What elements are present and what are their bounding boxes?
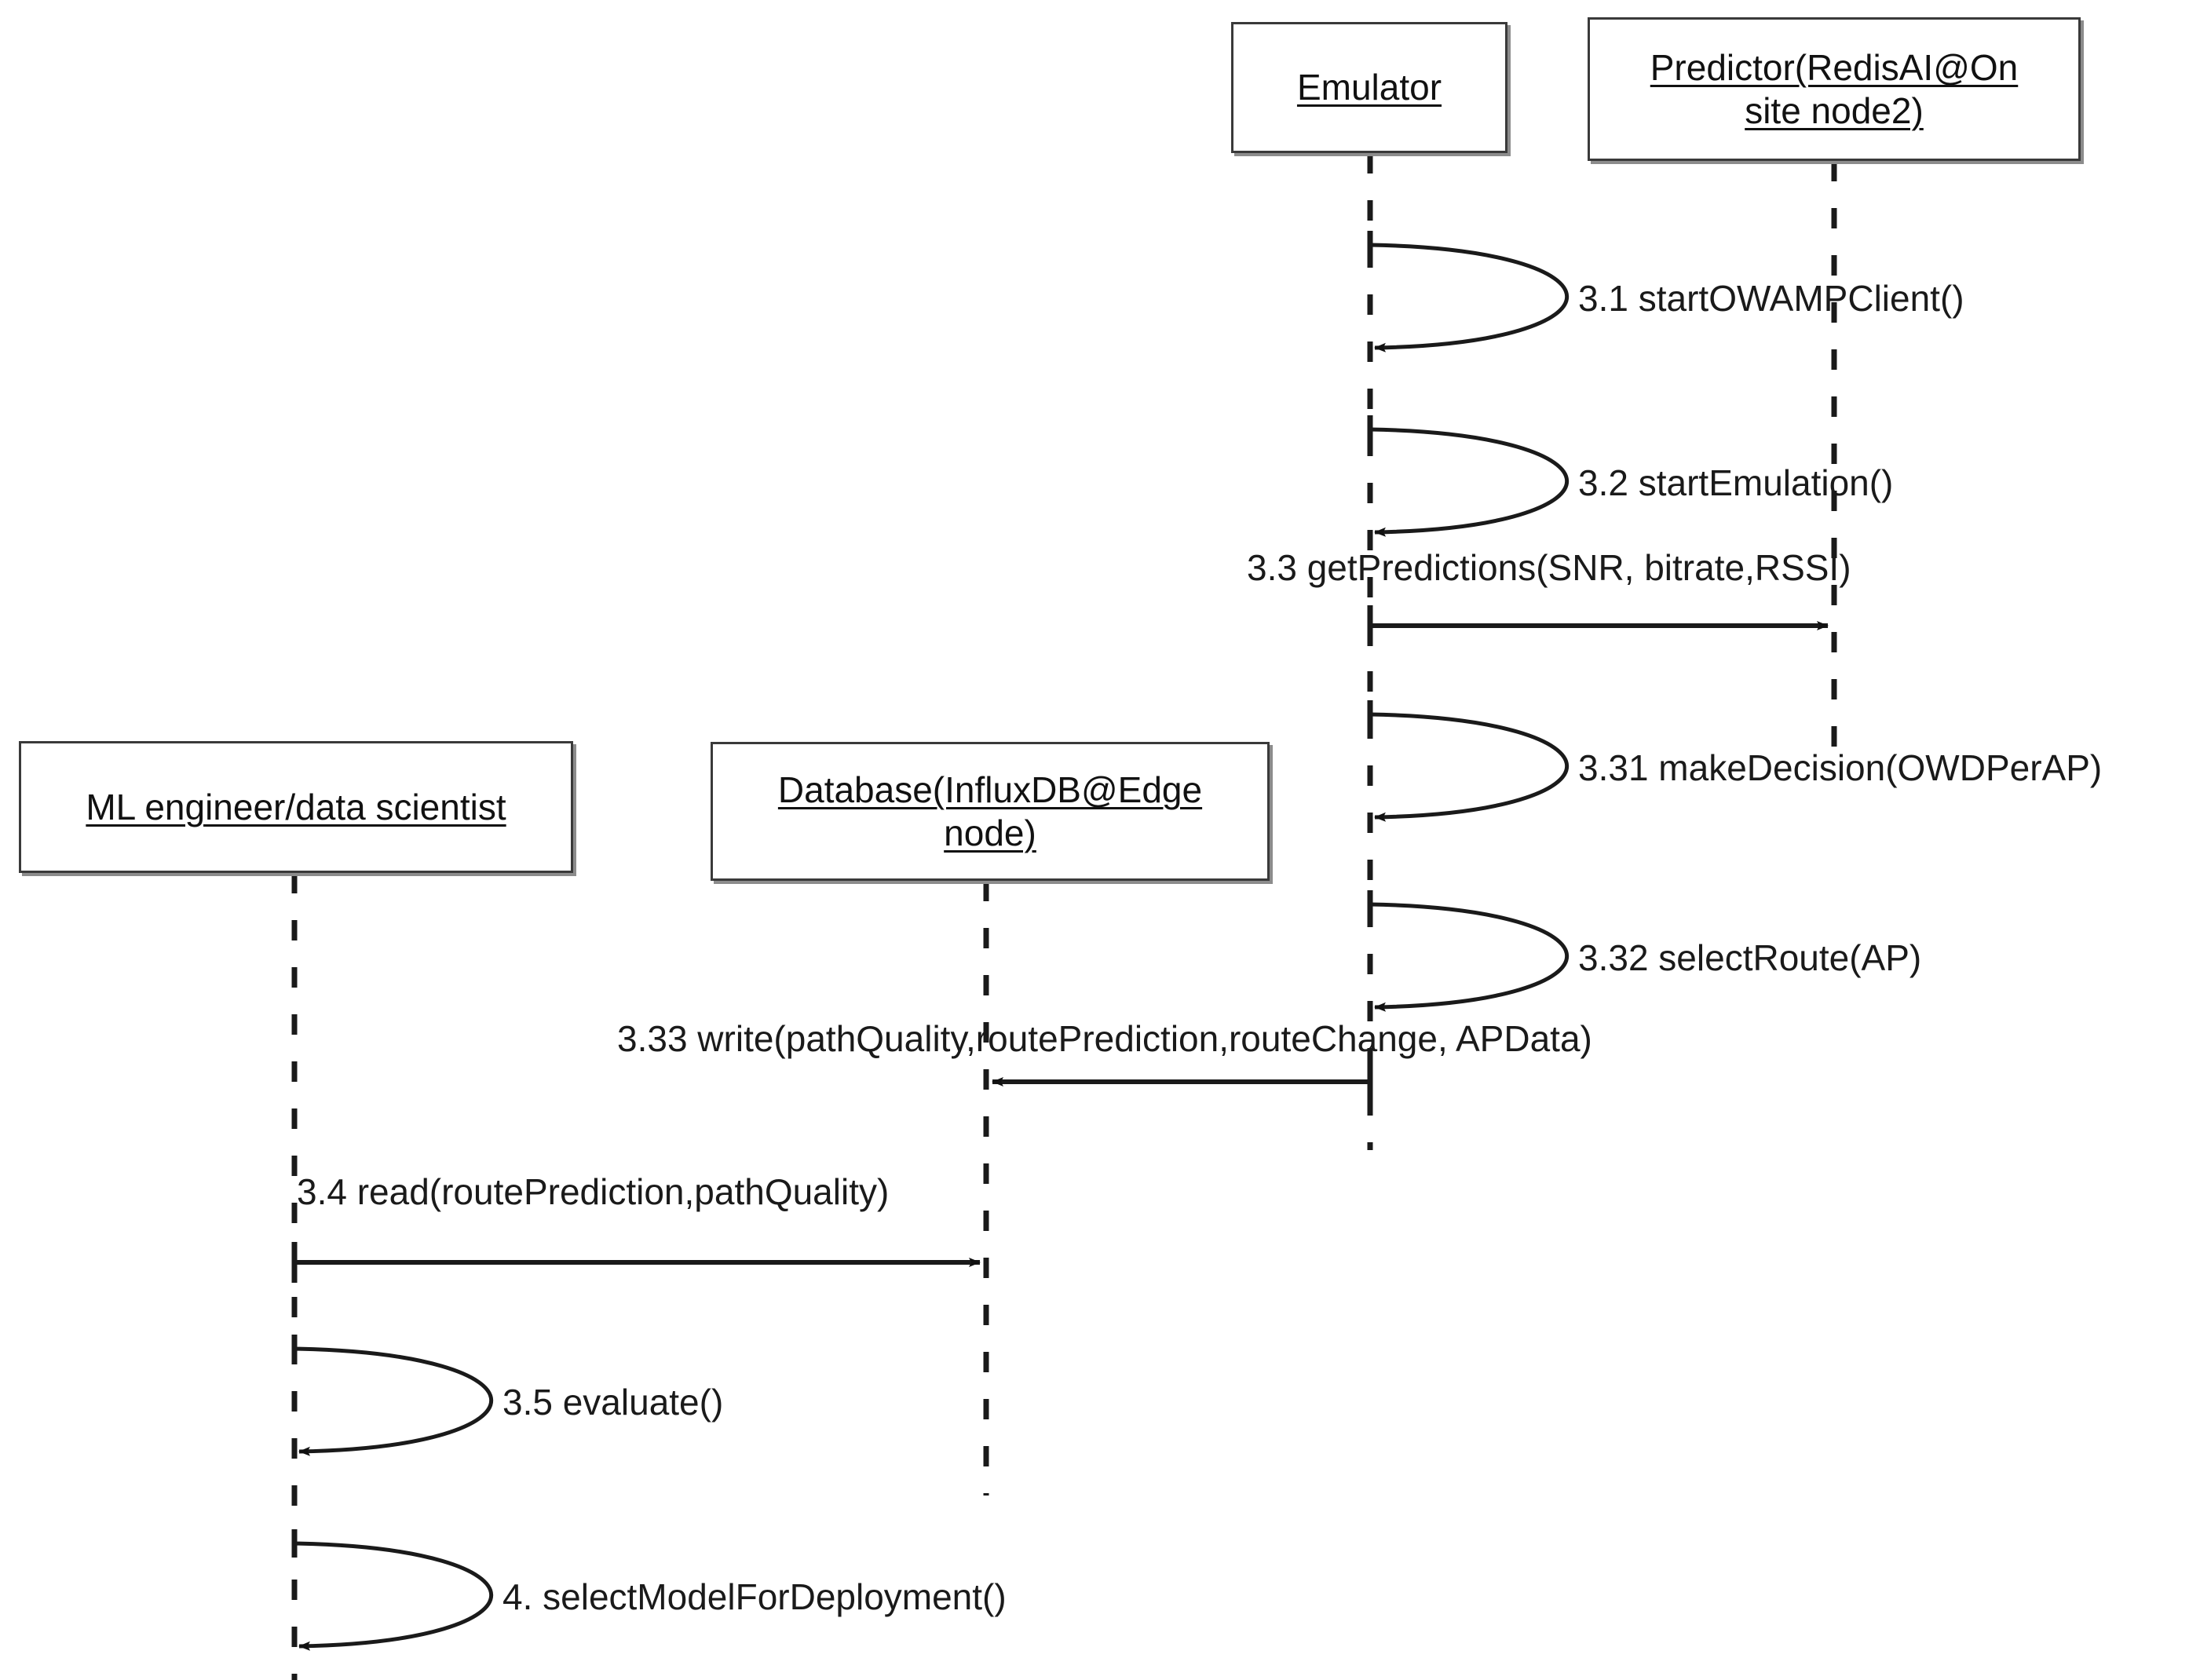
- message-label-m-3-32: 3.32 selectRoute(AP): [1578, 937, 1922, 978]
- participant-box-predictor[interactable]: Predictor(RedisAI@On site node2): [1588, 17, 2081, 161]
- participant-label-database: Database(InfluxDB@Edge node): [777, 769, 1203, 853]
- message-label-m-3-4: 3.4 read(routePrediction,pathQuality): [297, 1171, 890, 1212]
- message-arrow-m-3-31[interactable]: [1369, 712, 1570, 822]
- message-label-m-3-31: 3.31 makeDecision(OWDPerAP): [1578, 747, 2103, 788]
- message-label-m-3-3: 3.3 getPredictions(SNR, bitrate,RSSI): [1247, 547, 1851, 588]
- lifelines-group: [291, 153, 1837, 1680]
- message-label-m-4: 4. selectModelForDeployment(): [502, 1576, 1007, 1617]
- message-arrow-m-4[interactable]: [294, 1541, 494, 1651]
- participant-label-ml-engineer: ML engineer/data scientist: [86, 786, 506, 827]
- participant-box-database[interactable]: Database(InfluxDB@Edge node): [711, 742, 1270, 881]
- message-label-m-3-1: 3.1 startOWAMPClient(): [1578, 278, 1964, 319]
- message-label-m-3-5: 3.5 evaluate(): [502, 1382, 724, 1423]
- messages-group: [291, 231, 1829, 1651]
- message-label-m-3-33: 3.33 write(pathQuality,routePrediction,r…: [617, 1018, 1592, 1059]
- participant-box-ml-engineer[interactable]: ML engineer/data scientist: [19, 741, 573, 873]
- message-arrow-m-3-2[interactable]: [1369, 427, 1570, 537]
- message-arrow-m-3-5[interactable]: [294, 1346, 494, 1456]
- participant-label-predictor: Predictor(RedisAI@On site node2): [1650, 47, 2019, 131]
- message-arrow-m-3-32[interactable]: [1369, 902, 1570, 1012]
- message-arrow-m-3-1[interactable]: [1369, 243, 1570, 352]
- participant-label-emulator: Emulator: [1296, 67, 1442, 108]
- participant-box-emulator[interactable]: Emulator: [1231, 22, 1507, 153]
- message-label-m-3-2: 3.2 startEmulation(): [1578, 462, 1894, 503]
